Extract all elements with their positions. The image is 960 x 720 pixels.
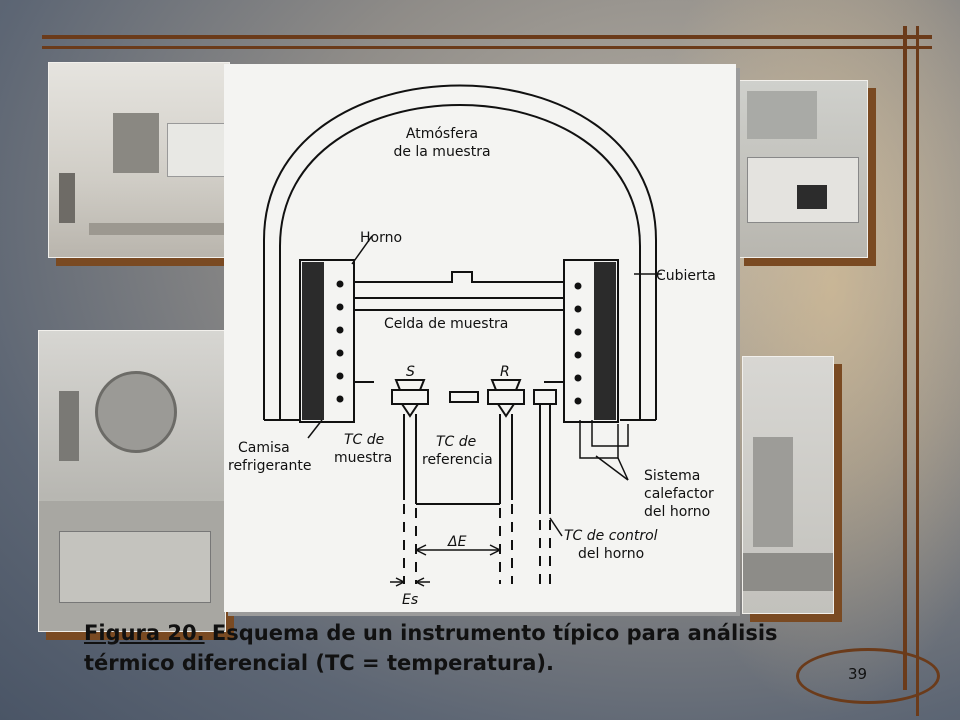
dta-schematic: Atmósfera de la muestra Horno Cubierta C… (228, 84, 716, 608)
label-delta-e: ΔE (447, 534, 467, 550)
label-tc-sample-2: muestra (334, 450, 392, 466)
label-atmosphere-1: Atmósfera (406, 126, 478, 142)
right-rule-1 (903, 26, 907, 690)
photo-top-left (48, 62, 230, 258)
cover-inner (279, 104, 641, 420)
label-tc-sample-1: TC de (344, 432, 384, 448)
label-atmosphere-2: de la muestra (393, 144, 490, 160)
page-number-oval (796, 648, 940, 704)
figure-caption-text: Esquema de un instrumento típico para an… (84, 621, 778, 675)
label-heating-3: del horno (644, 504, 710, 520)
label-heating-1: Sistema (644, 468, 700, 484)
label-furnace: Horno (360, 230, 402, 246)
figure-label: Figura 20. (84, 621, 205, 645)
label-tc-control-2: del horno (578, 546, 644, 562)
label-es: Es (402, 592, 418, 608)
top-rule-2 (42, 46, 932, 49)
label-s: S (406, 364, 415, 380)
label-jacket-1: Camisa (238, 440, 290, 456)
label-heating-2: calefactor (644, 486, 714, 502)
label-tc-ref-1: TC de (436, 434, 476, 450)
figure-caption: Figura 20. Esquema de un instrumento típ… (84, 618, 804, 678)
photo-bottom-left (38, 330, 226, 632)
label-sample-cell: Celda de muestra (384, 316, 508, 332)
right-rule-2 (916, 26, 919, 716)
dta-diagram-panel: Atmósfera de la muestra Horno Cubierta C… (224, 64, 736, 612)
label-r: R (500, 364, 510, 380)
label-tc-ref-2: referencia (422, 452, 493, 468)
photo-bottom-right (742, 356, 834, 614)
label-cover: Cubierta (656, 268, 716, 284)
sample-cell (353, 271, 565, 311)
label-tc-control-1: TC de control (564, 528, 658, 544)
photo-top-right (736, 80, 868, 258)
page-number: 39 (848, 665, 868, 683)
cover-outer (263, 84, 657, 420)
label-jacket-2: refrigerante (228, 458, 311, 474)
top-rule-1 (42, 35, 932, 39)
